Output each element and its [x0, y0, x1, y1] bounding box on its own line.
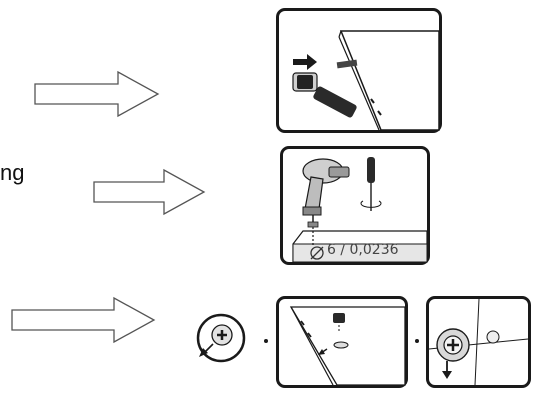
drill-and-screwdriver-icon [292, 157, 428, 263]
cam-closeup-icon [428, 298, 529, 386]
cam-lock-fitting-icon [289, 306, 406, 386]
step-3-arrow-icon [11, 296, 156, 344]
hole-spec-label: 6 / 0,0236 [327, 242, 399, 258]
step-1-panel [276, 8, 442, 133]
step-2-panel: 6 / 0,0236 [280, 146, 430, 265]
connector-dot [415, 339, 419, 343]
step-3-panel-b [426, 296, 531, 388]
cam-bolt-insertion-icon [292, 30, 440, 131]
instruction-text-fragment: ng [0, 160, 25, 185]
step-1-arrow-icon [34, 70, 160, 118]
connector-dot [264, 339, 268, 343]
step-3-panel-a [276, 296, 408, 388]
step-2-arrow-icon [93, 168, 206, 216]
cam-lock-closeup-icon [196, 313, 246, 363]
